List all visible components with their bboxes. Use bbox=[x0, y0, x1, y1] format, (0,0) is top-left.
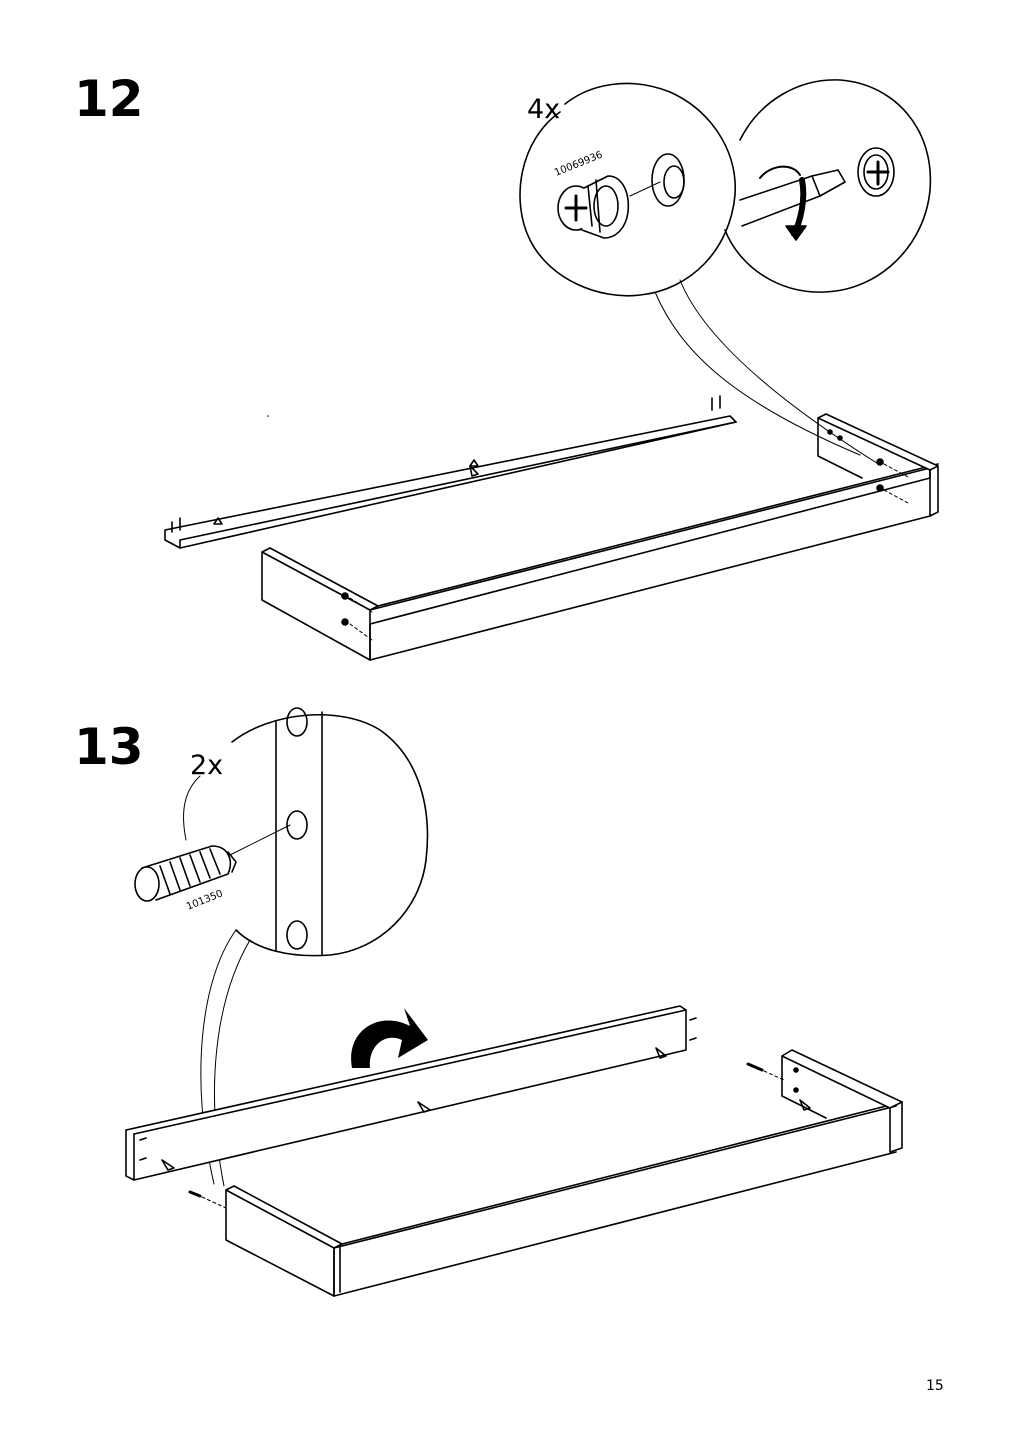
page-number: 15 bbox=[926, 1378, 944, 1394]
step-12-quantity: 4x bbox=[527, 94, 561, 125]
step-13-part-number: 101350 bbox=[185, 888, 225, 913]
step-13-number: 13 bbox=[74, 718, 144, 776]
long-rail-panel bbox=[164, 395, 737, 549]
flip-arrow-icon bbox=[351, 1008, 428, 1068]
step-12-part-number: 10069936 bbox=[553, 150, 604, 179]
cam-lock-icon bbox=[557, 153, 685, 239]
screwdriver-rotate-icon bbox=[739, 147, 895, 241]
long-rail-panel-flipped bbox=[125, 1005, 697, 1181]
step-12-number: 12 bbox=[74, 70, 144, 128]
bottom-frame-assembly bbox=[261, 413, 939, 661]
cam-lock-detail-circle bbox=[519, 82, 736, 297]
wooden-dowel-icon bbox=[134, 845, 237, 902]
bottom-frame-flipped bbox=[188, 1049, 903, 1297]
step-13-quantity: 2x bbox=[190, 750, 224, 781]
dowel-detail-circle bbox=[229, 707, 429, 957]
screwdriver-detail-circle bbox=[724, 79, 932, 293]
